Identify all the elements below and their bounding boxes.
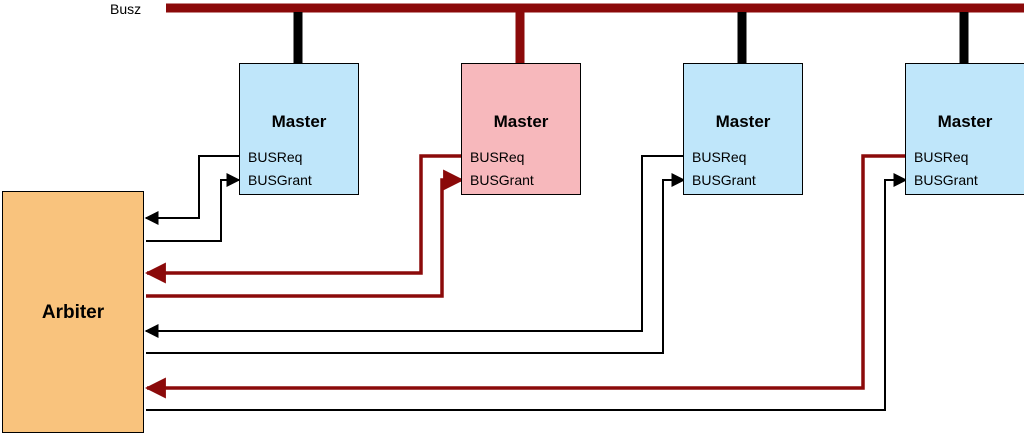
master-box-3: Master BUSReq BUSGrant xyxy=(683,63,803,195)
bus-grant-label: BUSGrant xyxy=(470,172,534,188)
bus-req-label: BUSReq xyxy=(914,149,969,165)
master-title: Master xyxy=(715,112,771,131)
grant-wire-4 xyxy=(146,173,908,411)
req-wire-2 xyxy=(144,154,461,284)
master-box-2: Master BUSReq BUSGrant xyxy=(461,63,581,195)
master-box-1: Master BUSReq BUSGrant xyxy=(239,63,359,195)
bus-label: Busz xyxy=(110,1,142,17)
bus-grant-label: BUSGrant xyxy=(692,172,756,188)
bus-grant-label: BUSGrant xyxy=(914,172,978,188)
master-title: Master xyxy=(271,112,327,131)
bus-req-label: BUSReq xyxy=(470,149,525,165)
bus-grant-label: BUSGrant xyxy=(248,172,312,188)
master-title: Master xyxy=(493,112,549,131)
master-title: Master xyxy=(937,112,993,131)
bus-req-label: BUSReq xyxy=(692,149,747,165)
grant-wire-1 xyxy=(146,173,241,242)
grant-wire-2 xyxy=(146,169,465,298)
req-wire-1 xyxy=(144,155,239,225)
req-wire-4 xyxy=(144,154,906,399)
grant-wire-3 xyxy=(146,173,686,354)
master-box-4: Master BUSReq BUSGrant xyxy=(905,63,1024,195)
req-wire-3 xyxy=(144,155,684,338)
bus-req-label: BUSReq xyxy=(248,149,303,165)
arbiter-box: Arbiter xyxy=(2,191,144,433)
arbiter-title: Arbiter xyxy=(41,302,105,323)
